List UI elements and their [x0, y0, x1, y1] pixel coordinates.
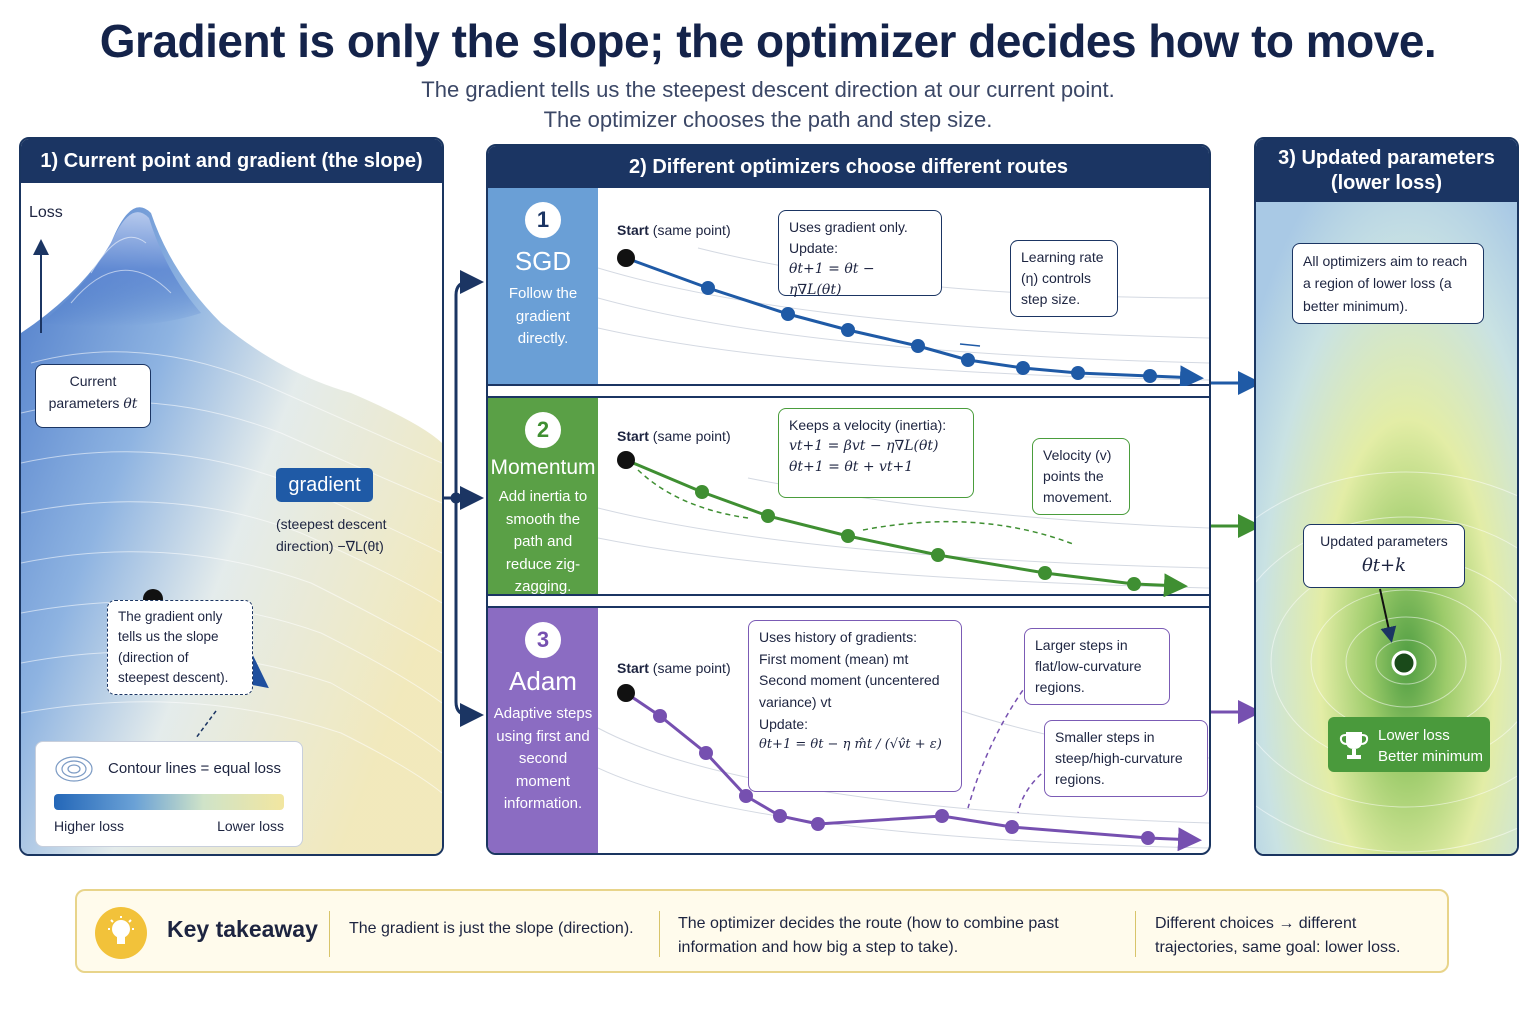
current-params-callout: Current parameters θt [35, 364, 151, 428]
sgd-number: 1 [525, 202, 561, 238]
contour-legend-label: Contour lines = equal loss [108, 760, 282, 777]
adam-step-point [1005, 820, 1019, 834]
momentum-row: 2 Momentum Add inertia to smooth the pat… [488, 396, 1209, 598]
momentum-ghost-path [637, 469, 749, 519]
large-steps-pointer [967, 682, 1029, 809]
contour-icon [55, 756, 93, 782]
adam-path-line [625, 691, 1202, 852]
sgd-start-point [617, 249, 635, 267]
momentum-label-box: 2 Momentum Add inertia to smooth the pat… [488, 398, 598, 595]
higher-loss-label: Higher loss [54, 818, 125, 834]
panel1-header: 1) Current point and gradient (the slope… [21, 139, 442, 183]
aim-note: All optimizers aim to reach a region of … [1292, 243, 1484, 325]
takeaway-point-1: The gradient is just the slope (directio… [349, 920, 634, 937]
updated-params-callout: Updated parameters θt+k [1303, 524, 1465, 588]
panel3-header: 3) Updated parameters (lower loss) [1256, 139, 1517, 202]
momentum-trajectory [598, 451, 1209, 598]
momentum-name: Momentum [490, 456, 596, 479]
sgd-step-point [1071, 366, 1085, 380]
adam-name: Adam [509, 666, 577, 696]
momentum-desc: Add inertia to smooth the path and reduc… [498, 488, 588, 595]
takeaway-point-2: The optimizer decides the route (how to … [678, 915, 1059, 956]
gradient-desc: (steepest descent direction) −∇L(θt) [276, 516, 387, 555]
sgd-callout: Uses gradient only. Update: θt+1 = θt − … [778, 210, 942, 298]
momentum-start-point [617, 451, 635, 469]
updated-params-panel: 3) Updated parameters (lower loss) All o… [1254, 137, 1519, 856]
adam-label-box: 3 Adam Adaptive steps using first and se… [488, 608, 598, 853]
large-steps-note: Larger steps in flat/low-curvature regio… [1024, 628, 1170, 705]
left-connector [438, 270, 484, 727]
sgd-path-line [625, 256, 1204, 386]
adam-step-point [739, 789, 753, 803]
adam-start-label: Start (same point) [617, 660, 731, 676]
sgd-trajectory [598, 247, 1209, 386]
momentum-callout: Keeps a velocity (inertia): vt+1 = βvt −… [778, 408, 974, 498]
gradient-badge: gradient [276, 468, 373, 502]
momentum-step-point [1038, 566, 1052, 580]
subtitle-line-1: The gradient tells us the steepest desce… [421, 77, 1115, 102]
momentum-path-line [625, 458, 1188, 598]
adam-step-point [1141, 831, 1155, 845]
lightbulb-icon [95, 907, 147, 959]
adam-callout: Uses history of gradients: First moment … [748, 620, 962, 792]
small-steps-note: Smaller steps in steep/high-curvature re… [1044, 720, 1208, 797]
panel2-header: 2) Different optimizers choose different… [488, 146, 1209, 188]
minimum-dot [1391, 650, 1417, 676]
sgd-label-box: 1 SGD Follow the gradient directly. [488, 188, 598, 384]
page-title: Gradient is only the slope; the optimize… [99, 15, 1437, 67]
momentum-step-point [931, 548, 945, 562]
adam-row: 3 Adam Adaptive steps using first and se… [488, 606, 1209, 853]
gradient-note: The gradient only tells us the slope (di… [107, 600, 253, 695]
momentum-step-point [695, 485, 709, 499]
optimizers-panel: 2) Different optimizers choose different… [486, 144, 1211, 855]
sgd-start-label: Start (same point) [617, 222, 731, 238]
adam-desc: Adaptive steps using first and second mo… [493, 705, 593, 812]
momentum-step-point [841, 529, 855, 543]
velocity-note: Velocity (v) points the movement. [1032, 438, 1130, 515]
current-point-panel: 1) Current point and gradient (the slope… [19, 137, 444, 856]
lower-loss-label: Lower loss [217, 818, 284, 834]
sgd-step-point [961, 353, 975, 367]
momentum-step-point [1127, 577, 1141, 591]
loss-color-scale [54, 794, 284, 810]
axis-label-loss: Loss [29, 204, 63, 221]
subtitle-line-2: The optimizer chooses the path and step … [543, 107, 993, 132]
learning-rate-note: Learning rate (η) controls step size. [1010, 240, 1118, 317]
adam-number: 3 [525, 622, 561, 658]
badge-line1: Lower loss [1378, 727, 1450, 744]
momentum-step-point [761, 509, 775, 523]
adam-step-point [935, 809, 949, 823]
sgd-step-point [841, 323, 855, 337]
adam-step-point [773, 809, 787, 823]
takeaway-divider-2 [659, 911, 660, 957]
adam-step-point [653, 709, 667, 723]
sgd-name: SGD [514, 246, 572, 276]
adam-step-point [699, 746, 713, 760]
lower-loss-badge: Lower loss Better minimum [1328, 717, 1490, 772]
sgd-step-point [1016, 361, 1030, 375]
loss-legend: Contour lines = equal loss Higher loss L… [35, 741, 303, 847]
small-steps-pointer [1017, 767, 1049, 814]
takeaway-point-3: Different choices → different trajectori… [1155, 915, 1401, 956]
takeaway-divider-1 [329, 911, 330, 957]
sgd-desc: Follow the gradient directly. [508, 285, 578, 347]
step-size-marker [959, 343, 981, 347]
sgd-step-point [701, 281, 715, 295]
key-takeaway-box: Key takeaway The gradient is just the sl… [75, 889, 1449, 973]
adam-start-point [617, 684, 635, 702]
sgd-step-point [1143, 369, 1157, 383]
momentum-start-label: Start (same point) [617, 428, 731, 444]
trophy-icon [1339, 732, 1369, 759]
badge-line2: Better minimum [1378, 748, 1484, 765]
sgd-step-point [781, 307, 795, 321]
takeaway-divider-3 [1135, 911, 1136, 957]
sgd-step-point [911, 339, 925, 353]
momentum-number: 2 [525, 412, 561, 448]
sgd-row: 1 SGD Follow the gradient directly. Star… [488, 188, 1209, 386]
takeaway-title: Key takeaway [167, 916, 318, 942]
momentum-ghost-path [862, 520, 1074, 545]
adam-step-point [811, 817, 825, 831]
